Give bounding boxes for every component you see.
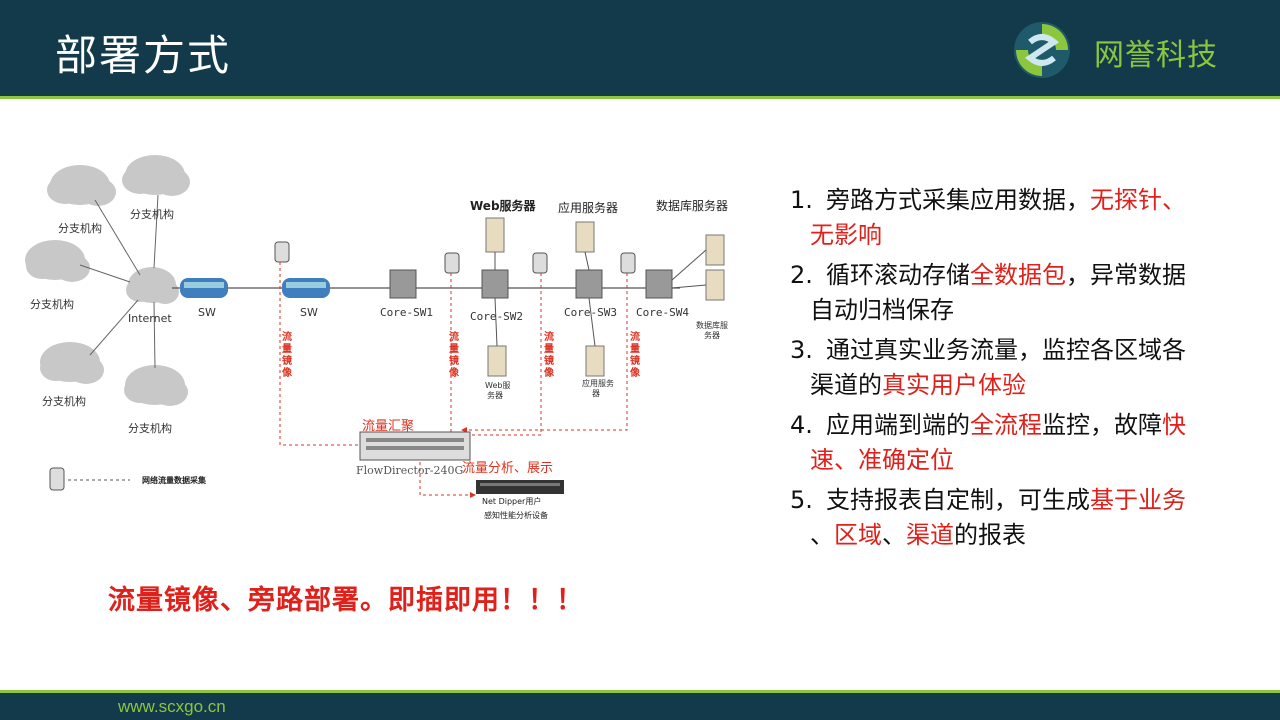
feature-text: 速、准确定位 [810, 446, 954, 474]
legend-tap-icon [49, 467, 130, 491]
feature-text: 渠道的 [810, 371, 882, 399]
branch-label: 分支机构 [30, 297, 74, 311]
internet-cloud [126, 267, 179, 304]
feature-text: 渠道 [906, 521, 954, 549]
network-diagram: 分支机构 分支机构 分支机构 分支机构 分支机构 Internet SW SW … [25, 155, 728, 520]
flowdirector-label: FlowDirector-240G [356, 464, 463, 477]
mirror-char: 流 [630, 330, 640, 343]
server-sub-label: 数据库服 [696, 320, 728, 330]
mirror-char: 像 [448, 366, 460, 379]
mirror-char: 像 [543, 366, 555, 379]
feature-text: ，异常数据 [1066, 261, 1186, 289]
branch-cloud [122, 155, 190, 196]
branch-cloud [47, 165, 116, 206]
server-sub-label: Web服 [485, 381, 510, 390]
internet-label: Internet [128, 312, 172, 325]
mirror-char: 量 [449, 342, 459, 355]
feature-text: 全流程 [970, 411, 1042, 439]
server-group-label: Web服务器 [470, 198, 537, 213]
feature-number: 4. [790, 411, 813, 439]
footer-divider [0, 690, 1280, 693]
feature-item: 3. 通过真实业务流量，监控各区域各渠道的真实用户体验 [790, 333, 1250, 403]
mirror-char: 镜 [630, 354, 640, 367]
sw-label: SW [300, 306, 318, 319]
mirror-char: 量 [544, 342, 554, 355]
mirror-char: 流 [544, 330, 554, 343]
feature-text: 、 [882, 521, 906, 549]
feature-item: 2. 循环滚动存储全数据包，异常数据自动归档保存 [790, 258, 1250, 328]
feature-text: 无探针、 [1090, 186, 1186, 214]
netdipper-device [476, 480, 564, 494]
feature-text: 支持报表自定制，可生成 [826, 486, 1090, 514]
analysis-label: 流量分析、展示 [462, 461, 553, 476]
feature-text: 通过真实业务流量，监控各区域各 [826, 336, 1186, 364]
server-group-label: 应用服务器 [558, 200, 618, 215]
feature-text: 基于业务 [1090, 486, 1186, 514]
slogan: 流量镜像、旁路部署。即插即用！！！ [108, 585, 584, 616]
netdipper-label: Net Dipper用户 [482, 496, 541, 506]
core-sw [389, 269, 673, 299]
slide-title: 部署方式 [55, 31, 232, 80]
mirror-char: 像 [629, 366, 641, 379]
feature-number: 2. [790, 261, 813, 289]
server-sub-label: 务器 [704, 330, 720, 340]
core-sw-label: Core-SW4 [636, 306, 689, 319]
company-logo [1014, 22, 1070, 78]
branch-label: 分支机构 [130, 207, 174, 221]
netdipper-sub-label: 感知性能分析设备 [484, 510, 548, 520]
sw-label: SW [198, 306, 216, 319]
branch-cloud [40, 342, 104, 384]
feature-text: 真实用户体验 [882, 371, 1026, 399]
feature-text: 的报表 [954, 521, 1026, 549]
feature-text: 、 [810, 521, 834, 549]
server-sub-label: 务器 [487, 390, 503, 400]
server-group-label: 数据库服务器 [656, 198, 728, 213]
feature-text: 自动归档保存 [810, 296, 954, 324]
feature-number: 3. [790, 336, 813, 364]
feature-text: 监控，故障 [1042, 411, 1162, 439]
feature-text: 循环滚动存储 [826, 261, 970, 289]
sw-device-1 [180, 278, 228, 298]
mirror-char: 流 [449, 330, 459, 343]
branch-label: 分支机构 [42, 394, 86, 408]
logo-text: 网誉科技 [1094, 38, 1218, 73]
aggregate-label: 流量汇聚 [362, 419, 414, 434]
feature-text: 快 [1162, 411, 1186, 439]
tap-probe [274, 241, 636, 274]
branch-label: 分支机构 [58, 221, 102, 235]
feature-text: 应用端到端的 [826, 411, 970, 439]
mirror-char: 镜 [282, 354, 292, 367]
core-sw-label: Core-SW2 [470, 310, 523, 323]
server [485, 217, 725, 377]
branch-label: 分支机构 [128, 421, 172, 435]
mirror-char: 像 [281, 366, 293, 379]
server-sub-label: 应用服务 [582, 378, 614, 388]
server-sub-label: 器 [592, 389, 600, 398]
feature-text: 区域 [834, 521, 882, 549]
footer-url[interactable]: www.scxgo.cn [118, 697, 226, 716]
feature-text: 全数据包 [970, 261, 1066, 289]
feature-number: 1. [790, 186, 813, 214]
feature-item: 4. 应用端到端的全流程监控，故障快速、准确定位 [790, 408, 1250, 478]
branch-cloud [25, 240, 90, 282]
mirror-char: 流 [282, 330, 292, 343]
sw-device-2 [282, 278, 330, 298]
legend-label: 网络流量数据采集 [142, 475, 207, 485]
feature-list: 1. 旁路方式采集应用数据，无探针、无影响 2. 循环滚动存储全数据包，异常数据自动归… [790, 183, 1250, 558]
feature-text: 旁路方式采集应用数据， [826, 186, 1090, 214]
mirror-char: 镜 [449, 354, 459, 367]
branch-cloud [124, 365, 188, 406]
mirror-char: 量 [282, 342, 292, 355]
mirror-char: 量 [630, 342, 640, 355]
feature-item: 1. 旁路方式采集应用数据，无探针、无影响 [790, 183, 1250, 253]
feature-text: 无影响 [810, 221, 882, 249]
feature-number: 5. [790, 486, 813, 514]
feature-item: 5.支持报表自定制，可生成基于业务、区域、渠道的报表 [790, 483, 1250, 553]
core-sw-label: Core-SW3 [564, 306, 617, 319]
footer-bar [0, 693, 1280, 720]
mirror-char: 镜 [544, 354, 554, 367]
header-divider [0, 96, 1280, 99]
flowdirector-device [359, 431, 471, 461]
core-sw-label: Core-SW1 [380, 306, 433, 319]
